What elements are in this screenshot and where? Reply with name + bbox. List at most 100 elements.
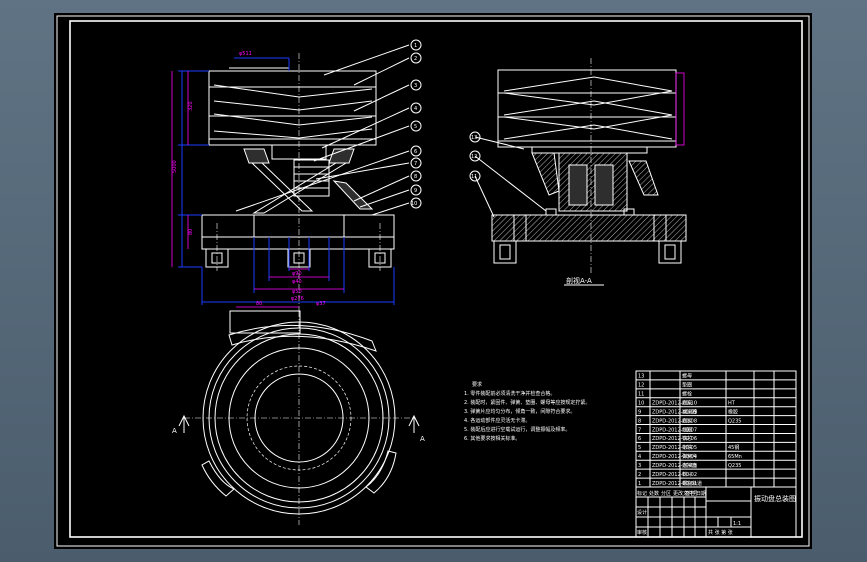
note-line: 1. 零件装配前必须清洗干净并检查合格。 [464, 390, 555, 397]
tb-label: 分区 [661, 490, 671, 497]
spring-clamp [243, 148, 270, 164]
balloon [410, 145, 422, 157]
table-cell-note: 45钢 [728, 444, 739, 451]
dim-height-main: 320 [188, 101, 194, 111]
base-flange [201, 236, 395, 250]
section-track [503, 124, 673, 140]
balloon [469, 150, 481, 162]
table-cell-name: 线圈 [682, 426, 692, 433]
leader-line [371, 202, 410, 216]
section-foot-bolt [664, 244, 676, 260]
table-cell-code: ZDPD-2012-00-09 [652, 409, 697, 415]
table-cell-name: 垫圈 [682, 382, 692, 389]
track-lip [201, 460, 235, 497]
balloon [410, 184, 422, 196]
dim-height-base: 80 [188, 229, 194, 235]
table-cell-name: 底板 [682, 417, 692, 424]
table-cell-no: 13 [638, 374, 644, 380]
balloon-label: 11 [471, 174, 477, 180]
section-nut [623, 208, 635, 216]
section-foot [493, 240, 517, 264]
table-cell-name: 螺旋轨道 [682, 480, 702, 487]
table-cell-note: Q235 [728, 418, 741, 424]
table-cell-name: 料斗 [682, 471, 692, 478]
leader-line [474, 175, 495, 218]
table-cell-code: ZDPD-2012-00-08 [652, 418, 697, 424]
spiral-track [213, 84, 373, 98]
leader-line [353, 84, 410, 112]
tb-designer: 设计 [637, 509, 647, 516]
note-line: 4. 各运动部件应灵活无卡滞。 [464, 417, 530, 424]
table-cell-note: HT [728, 400, 736, 406]
note-line: 5. 装配后应进行空载试运行，调整振幅及频率。 [464, 426, 570, 433]
leader-line [315, 162, 410, 180]
section-label: 剖视A-A [566, 276, 592, 285]
section-mark-right: A [420, 435, 425, 443]
tb-label: 签名 [685, 490, 695, 497]
dim-dia-4: φ276 [291, 296, 304, 302]
drawing-sheet: φ511 320 5000 80 φ90 φ40 φ50 φ276 80 φ37 [54, 13, 812, 549]
table-cell-no: 11 [638, 392, 644, 398]
spring-clamp [332, 180, 374, 210]
balloon-label: 5 [414, 124, 417, 130]
table-cell-no: 10 [638, 400, 644, 406]
table-cell-name: 连接盘 [682, 462, 697, 469]
section-spring [531, 152, 560, 196]
outlet-chute [228, 324, 377, 352]
leaf-spring [250, 162, 314, 212]
dim-dia-1: φ90 [292, 271, 302, 277]
bowl-body [208, 70, 377, 146]
balloon-label: 7 [414, 161, 417, 167]
balloon-label: 6 [414, 149, 417, 155]
table-cell-no: 9 [638, 409, 641, 415]
tb-sheet: 共 张 第 张 [708, 529, 733, 536]
dim-height-total: 5000 [172, 160, 178, 173]
balloon [410, 102, 422, 114]
outer-frame [56, 15, 810, 547]
table-cell-no: 12 [638, 383, 644, 389]
section-view: 13 12 11 剖视A-A [469, 58, 687, 286]
table-cell-code: ZDPD-2012-00-04 [652, 454, 697, 460]
section-base [491, 214, 687, 242]
section-plate [531, 146, 648, 154]
table-cell-code: ZDPD-2012-00-03 [652, 463, 697, 469]
balloon-label: 8 [414, 174, 417, 180]
bowl-ring [214, 333, 384, 503]
balloon [410, 170, 422, 182]
leader-line [353, 175, 410, 202]
front-balloons: 1 2 3 4 5 6 7 8 9 10 [410, 39, 422, 209]
table-cell-note: 橡胶 [728, 408, 738, 415]
drawing-title: 振动盘总装图 [754, 494, 796, 503]
balloon-label: 9 [414, 188, 417, 194]
tb-label: 日期 [696, 491, 706, 497]
section-foot-bolt [499, 244, 511, 260]
balloon [410, 120, 422, 132]
tb-label: 处数 [649, 490, 659, 497]
balloon [410, 157, 422, 169]
section-foot [658, 240, 682, 264]
tb-scale: 1:1 [733, 521, 741, 527]
section-bolt-hole [513, 214, 527, 242]
leader-line [359, 189, 410, 208]
leader-line [323, 44, 410, 76]
leader-line [474, 136, 525, 150]
leaf-spring [252, 162, 348, 214]
balloon [410, 197, 422, 209]
balloon-label: 2 [414, 56, 417, 62]
dim-dia-5: φ37 [316, 301, 326, 307]
table-cell-no: 5 [638, 445, 641, 451]
section-mark-left: A [172, 427, 177, 435]
balloon [410, 52, 422, 64]
leader-line [321, 107, 410, 149]
table-cell-no: 8 [638, 418, 641, 424]
balloon-label: 10 [411, 201, 417, 207]
leader-line [353, 57, 410, 86]
section-spring [628, 160, 659, 196]
outlet-bracket [229, 310, 301, 334]
note-line: 2. 装配时，紧固件、弹簧、垫圈、螺母等应按规定拧紧。 [464, 399, 590, 406]
note-line: 6. 其他要求按相关标准。 [464, 435, 520, 442]
table-cell-name: 底座 [682, 399, 692, 406]
tb-checker: 审核 [637, 529, 647, 536]
section-core [568, 164, 588, 206]
